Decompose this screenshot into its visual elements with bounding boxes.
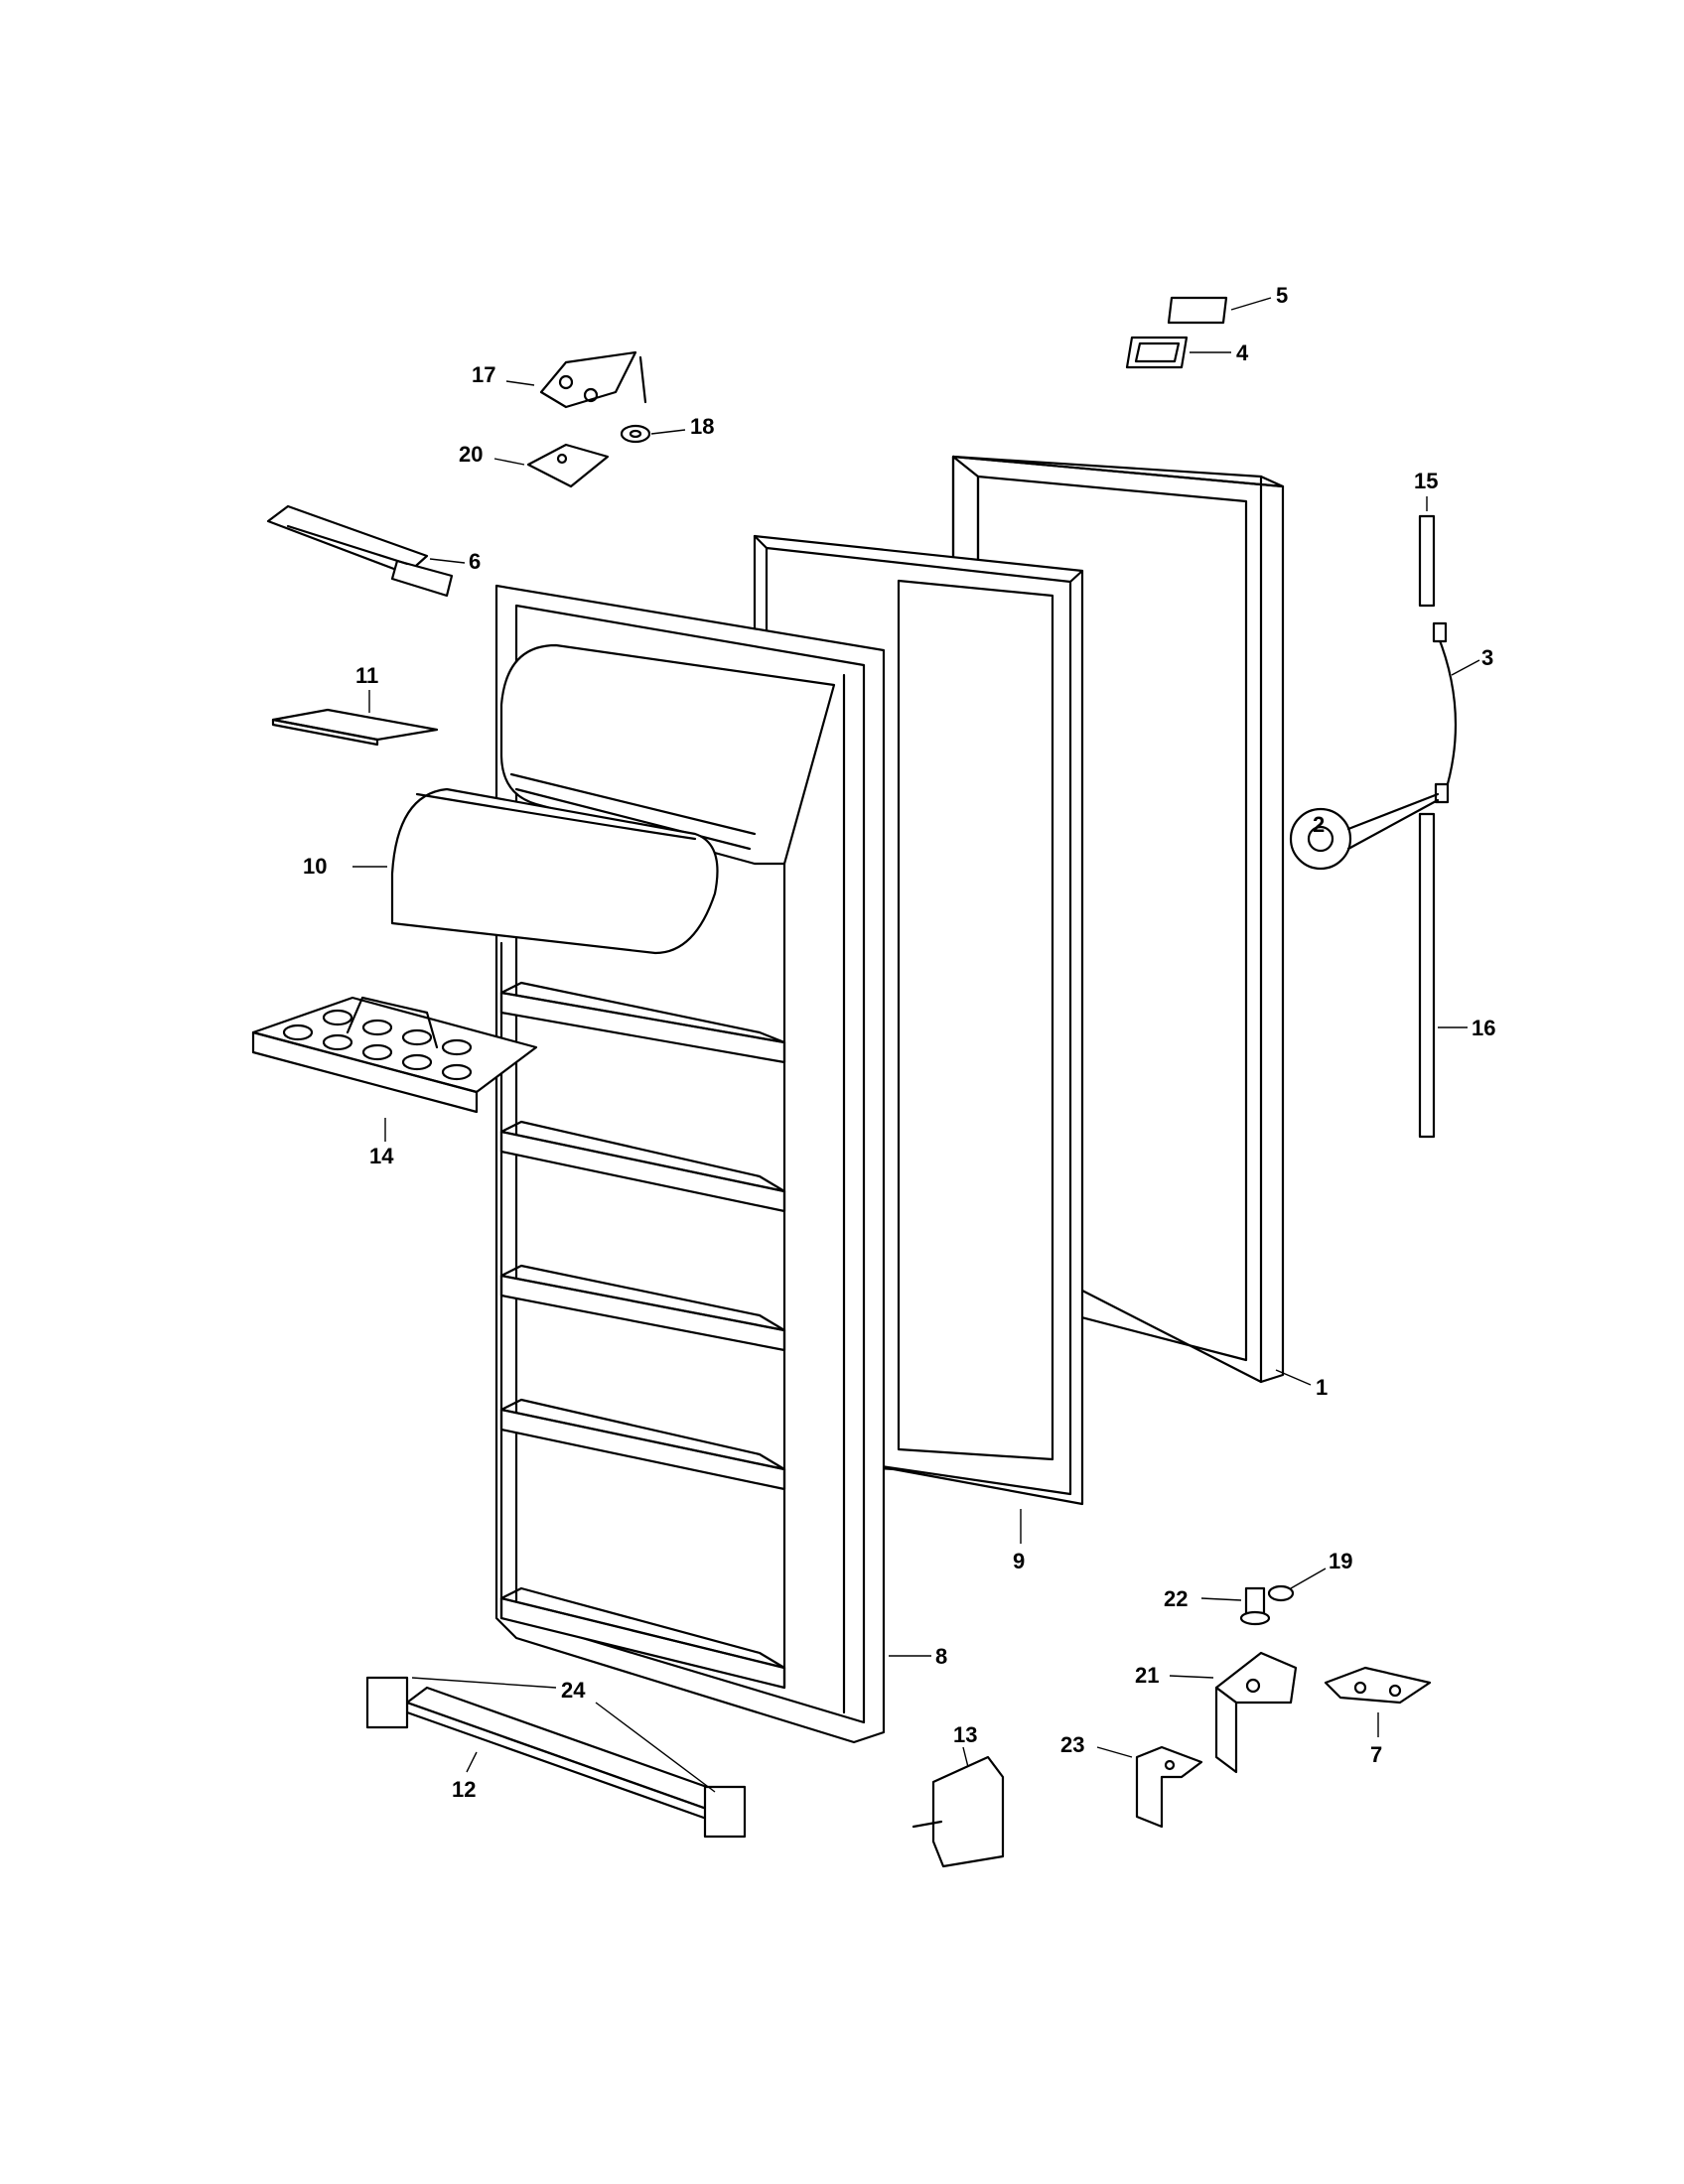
- washer-19: [1267, 1584, 1295, 1602]
- callout-13: 13: [953, 1722, 977, 1747]
- leader-22: [1200, 1597, 1242, 1601]
- hinge-washer-18: [620, 424, 651, 444]
- callout-8: 8: [935, 1644, 947, 1669]
- callout-21: 21: [1135, 1663, 1159, 1688]
- leader-6: [429, 558, 466, 564]
- callout-7: 7: [1370, 1742, 1382, 1767]
- callout-19: 19: [1329, 1549, 1352, 1573]
- leader-19: [1290, 1568, 1327, 1589]
- hinge-plate-7: [1324, 1666, 1432, 1705]
- callout-12: 12: [452, 1777, 476, 1802]
- callout-labels: 1 2 3 4 5 6 7 8 9 10 11 12 13 14 15 16 1…: [303, 283, 1495, 1802]
- callout-20: 20: [459, 442, 483, 467]
- callout-5: 5: [1276, 283, 1288, 308]
- callout-15: 15: [1414, 469, 1438, 493]
- callout-18: 18: [690, 414, 714, 439]
- leader-1: [1275, 1369, 1312, 1386]
- callout-3: 3: [1481, 645, 1493, 670]
- leader-12: [466, 1751, 478, 1773]
- leader-21: [1169, 1675, 1214, 1679]
- leader-3: [1451, 659, 1480, 676]
- leader-18: [650, 429, 686, 435]
- callout-4: 4: [1236, 341, 1249, 365]
- callout-9: 9: [1013, 1549, 1025, 1573]
- upper-hinge: [539, 350, 647, 409]
- callout-24: 24: [561, 1678, 586, 1703]
- callout-6: 6: [469, 549, 481, 574]
- leader-24b: [595, 1702, 716, 1793]
- leader-24a: [411, 1677, 557, 1689]
- pivot-pin-22: [1239, 1586, 1271, 1626]
- light-lens-4: [1125, 336, 1189, 369]
- callout-2: 2: [1313, 812, 1325, 837]
- handle-screw-2: [1289, 792, 1440, 871]
- leader-23: [1096, 1746, 1133, 1758]
- trim-strip-15: [1418, 514, 1436, 608]
- callout-10: 10: [303, 854, 327, 879]
- callout-1: 1: [1316, 1375, 1328, 1400]
- bracket-23: [1135, 1745, 1203, 1829]
- leader-lines: [352, 297, 1480, 1793]
- leader-13: [962, 1746, 969, 1768]
- leader-17: [505, 380, 535, 386]
- leader-5: [1230, 297, 1272, 311]
- callout-14: 14: [369, 1144, 394, 1168]
- handle-3: [1432, 621, 1458, 804]
- lower-hinge: [1214, 1651, 1298, 1774]
- trim-strip-16: [1418, 812, 1436, 1139]
- leader-20: [493, 458, 525, 466]
- dairy-cover: [390, 787, 719, 955]
- callout-16: 16: [1472, 1016, 1495, 1040]
- hinge-shim: [526, 443, 610, 488]
- door-bracket: [266, 504, 454, 598]
- door-inner-liner: [494, 584, 886, 1744]
- callout-22: 22: [1164, 1586, 1188, 1611]
- light-cover-5: [1167, 296, 1228, 325]
- small-tray: [271, 708, 439, 747]
- egg-tray: [251, 996, 538, 1114]
- bottom-trim: [365, 1676, 747, 1839]
- callout-11: 11: [355, 663, 378, 688]
- callout-23: 23: [1060, 1732, 1084, 1757]
- callout-17: 17: [472, 362, 495, 387]
- cover-13: [912, 1755, 1005, 1868]
